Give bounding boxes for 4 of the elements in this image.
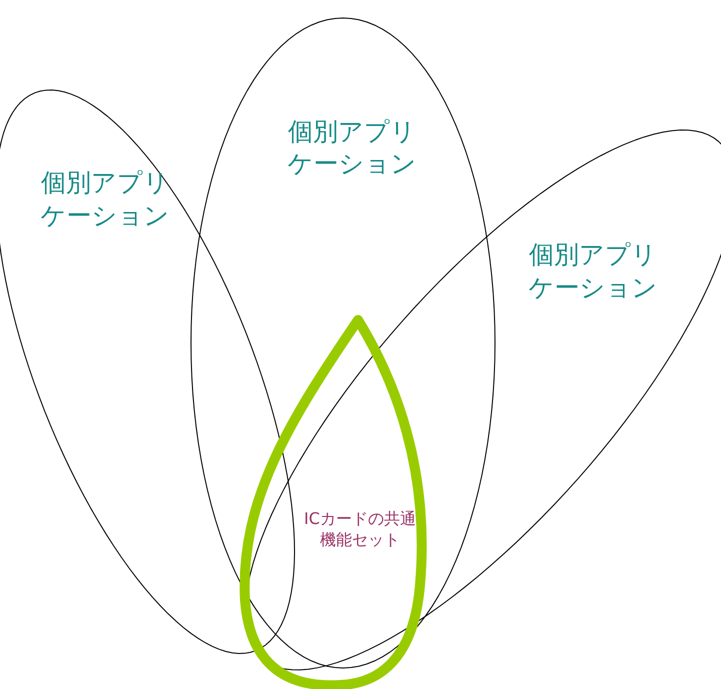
- node-label: 個別アプリケーション: [527, 239, 658, 304]
- node-label: 個別アプリケーション: [40, 167, 170, 232]
- node-label: 個別アプリケーション: [286, 116, 418, 180]
- node-label: ICカードの共通機能セット: [303, 509, 417, 551]
